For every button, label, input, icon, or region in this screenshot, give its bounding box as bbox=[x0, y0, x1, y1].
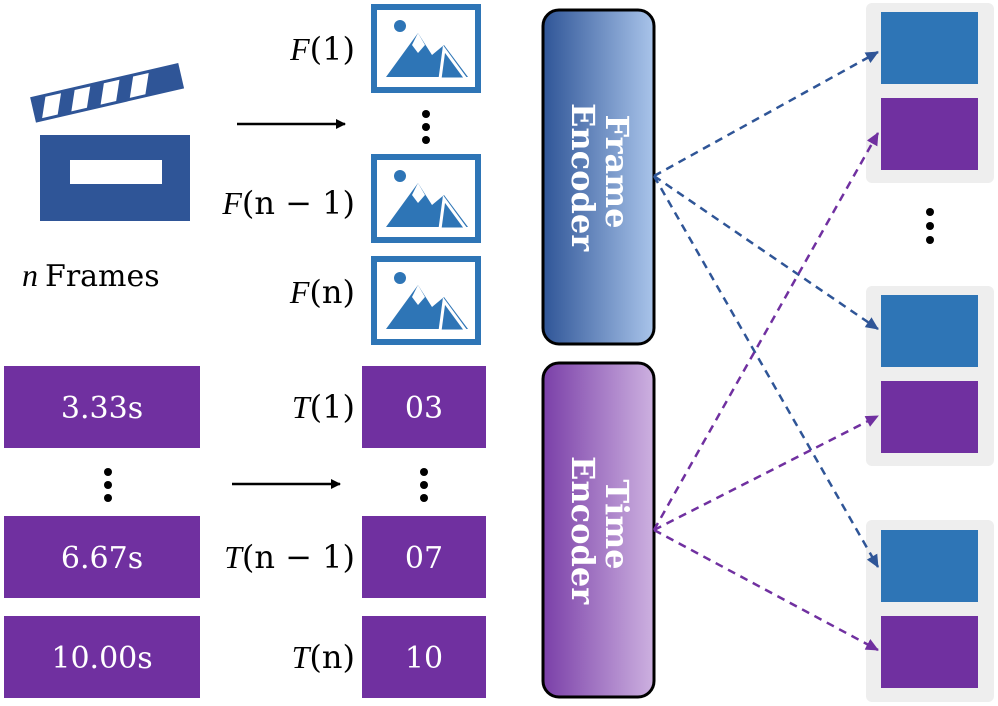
seconds-ellipsis bbox=[104, 468, 112, 502]
time-token-1: 03 bbox=[405, 391, 443, 426]
frame-embedding-n-minus-1 bbox=[881, 295, 978, 367]
time-encoder-connections bbox=[652, 132, 880, 652]
time-encoder-label: Time Encoder bbox=[564, 456, 636, 605]
clapper-label-text: Frames bbox=[45, 259, 160, 294]
time-embedding-1 bbox=[881, 98, 978, 170]
time-token-n: 10 bbox=[405, 641, 443, 676]
output-ellipsis bbox=[926, 208, 934, 244]
seconds-value-n: 10.00s bbox=[51, 641, 152, 676]
seconds-value-1: 3.33s bbox=[61, 391, 143, 426]
time-token-box-n-minus-1 bbox=[362, 516, 486, 598]
clapper-label-var: n bbox=[22, 257, 38, 293]
frame-encoder-connections bbox=[652, 50, 880, 568]
time-embedding-n-minus-1 bbox=[881, 381, 978, 453]
frames-ellipsis bbox=[422, 110, 430, 144]
clapperboard-icon bbox=[30, 63, 190, 221]
time-embedding-n bbox=[881, 616, 978, 688]
frame-label-n: F(n) bbox=[289, 273, 355, 311]
seconds-box-1 bbox=[4, 366, 200, 448]
tokens-ellipsis bbox=[420, 468, 428, 502]
frame-encoder-label: Frame Encoder bbox=[564, 103, 636, 252]
seconds-box-n bbox=[4, 616, 200, 698]
time-token-box-n bbox=[362, 616, 486, 698]
mountain-image-icon bbox=[371, 154, 481, 243]
time-token-n-minus-1: 07 bbox=[405, 541, 443, 576]
seconds-value-n-minus-1: 6.67s bbox=[61, 541, 143, 576]
mountain-image-icon bbox=[371, 256, 481, 345]
time-token-box-1 bbox=[362, 366, 486, 448]
mountain-image-icon bbox=[371, 4, 481, 93]
frame-embedding-1 bbox=[881, 12, 978, 84]
seconds-box-n-minus-1 bbox=[4, 516, 200, 598]
frame-embedding-n bbox=[881, 530, 978, 602]
frame-label-n-minus-1: F(n − 1) bbox=[221, 184, 355, 222]
time-label-n: T(n) bbox=[292, 638, 355, 676]
time-label-n-minus-1: T(n − 1) bbox=[224, 538, 355, 576]
time-label-1: T(1) bbox=[292, 388, 355, 426]
frame-label-1: F(1) bbox=[289, 30, 355, 68]
